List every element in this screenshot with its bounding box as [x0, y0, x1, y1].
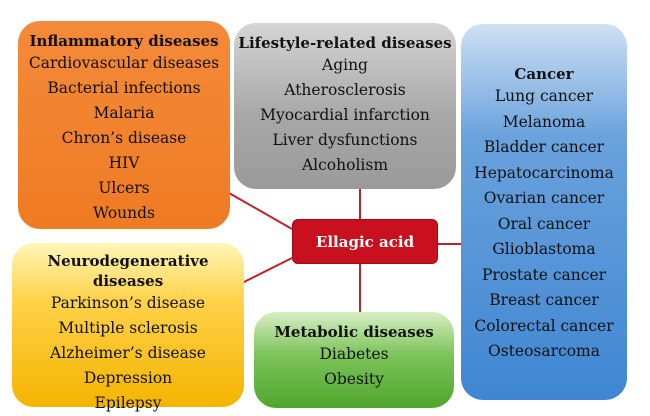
disease-item: Alzheimer’s disease [50, 344, 206, 362]
neurodegenerative-diseases-title: Neurodegenerative diseases [47, 252, 209, 290]
ellagic-acid-node: Ellagic acid [292, 219, 438, 264]
disease-item: Alcoholism [301, 156, 389, 174]
disease-item: Obesity [324, 370, 384, 388]
disease-item: Diabetes [319, 345, 389, 363]
connector-neuro [239, 257, 293, 285]
disease-item: Malaria [93, 104, 155, 122]
inflammatory-diseases-title: Inflammatory diseases [29, 32, 219, 50]
disease-item: Lung cancer [494, 87, 594, 105]
cancer-title: Cancer [514, 65, 574, 83]
disease-item: Oral cancer [497, 214, 591, 233]
lifestyle-diseases-title: Lifestyle-related diseases [238, 34, 452, 52]
disease-item: Depression [83, 369, 173, 387]
disease-item: Wounds [92, 204, 156, 222]
disease-item: Melanoma [502, 112, 586, 131]
disease-item: Hepatocarcinoma [474, 163, 614, 182]
disease-item: Glioblastoma [492, 240, 596, 258]
disease-item: Osteosarcoma [488, 342, 600, 360]
disease-item: Myocardial infarction [260, 106, 430, 124]
disease-item: Breast cancer [489, 291, 599, 309]
disease-item: Ovarian cancer [483, 189, 605, 207]
disease-item: Bladder cancer [483, 138, 605, 156]
connector-inflammatory [228, 192, 293, 230]
disease-item: Bacterial infections [47, 79, 201, 97]
disease-item: Atherosclerosis [284, 81, 406, 99]
neurodegenerative-diseases-box: Neurodegenerative diseases Parkinson’s d… [12, 243, 244, 412]
disease-item: Multiple sclerosis [58, 319, 198, 337]
disease-item: Epilepsy [94, 394, 162, 412]
disease-item: Prostate cancer [481, 265, 607, 284]
disease-item: Liver dysfunctions [272, 131, 418, 149]
disease-item: Parkinson’s disease [50, 294, 206, 312]
disease-item: Colorectal cancer [474, 316, 614, 335]
disease-item: Cardiovascular diseases [28, 54, 220, 72]
inflammatory-diseases-box: Inflammatory diseases Cardiovascular dis… [18, 21, 230, 229]
disease-item: HIV [108, 154, 140, 172]
disease-item: Aging [322, 56, 368, 74]
metabolic-diseases-title: Metabolic diseases [274, 323, 434, 341]
disease-item: Ulcers [98, 179, 150, 197]
disease-item: Chron’s disease [61, 129, 187, 147]
